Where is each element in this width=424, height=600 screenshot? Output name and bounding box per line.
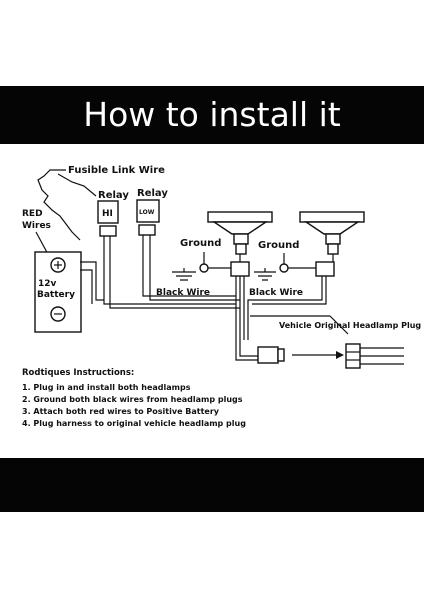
battery-volts: 12v bbox=[38, 279, 57, 289]
black-wire-left-label: Black Wire bbox=[156, 288, 210, 298]
fusible-link-branch bbox=[57, 173, 97, 197]
red-wires-label-1: RED bbox=[22, 209, 43, 219]
relay-hi-text: HI bbox=[102, 209, 113, 219]
ground-right-symbol bbox=[254, 271, 276, 281]
headlamp-plug-label: Vehicle Original Headlamp Plug bbox=[279, 321, 421, 330]
instructions-heading: Rodtiques Instructions: bbox=[22, 368, 134, 378]
ground-left-symbol bbox=[172, 271, 196, 281]
headlamp-right-plug bbox=[315, 261, 335, 277]
red-wires-label-2: Wires bbox=[22, 221, 51, 231]
ground-left-label: Ground bbox=[180, 238, 221, 249]
harness-connector bbox=[257, 346, 279, 364]
title-banner bbox=[0, 86, 424, 144]
relay-hi bbox=[97, 200, 119, 224]
relay-low bbox=[136, 199, 160, 223]
instruction-step-2: 2. Ground both black wires from headlamp… bbox=[22, 395, 243, 404]
instruction-step-3: 3. Attach both red wires to Positive Bat… bbox=[22, 407, 220, 416]
relay-low-text: LOW bbox=[139, 209, 155, 216]
bottom-banner bbox=[0, 458, 424, 512]
headlamp-right bbox=[299, 211, 365, 255]
vehicle-headlamp-plug bbox=[345, 343, 361, 369]
ground-right-terminal bbox=[279, 263, 289, 273]
fusible-link-label: Fusible Link Wire bbox=[68, 165, 165, 176]
black-wire-right-label: Black Wire bbox=[249, 288, 303, 298]
headlamp-left-plug bbox=[230, 261, 250, 277]
banner-title: How to install it bbox=[83, 95, 341, 134]
headlamp-plug-pointer bbox=[329, 315, 349, 335]
relay-hi-title: Relay bbox=[98, 190, 129, 201]
fusible-link-wire bbox=[37, 169, 81, 241]
instruction-step-1: 1. Plug in and install both headlamps bbox=[22, 383, 191, 392]
headlamp-left bbox=[207, 211, 273, 255]
relay-low-title: Relay bbox=[137, 188, 168, 199]
instruction-step-4: 4. Plug harness to original vehicle head… bbox=[22, 419, 246, 428]
relay-low-socket bbox=[138, 224, 156, 236]
ground-left-terminal bbox=[199, 263, 209, 273]
battery-label: Battery bbox=[37, 290, 75, 300]
relay-hi-socket bbox=[99, 225, 117, 237]
ground-right-label: Ground bbox=[258, 240, 299, 251]
wiring-diagram: Fusible Link Wire RED Wires 12v Battery … bbox=[22, 165, 421, 428]
